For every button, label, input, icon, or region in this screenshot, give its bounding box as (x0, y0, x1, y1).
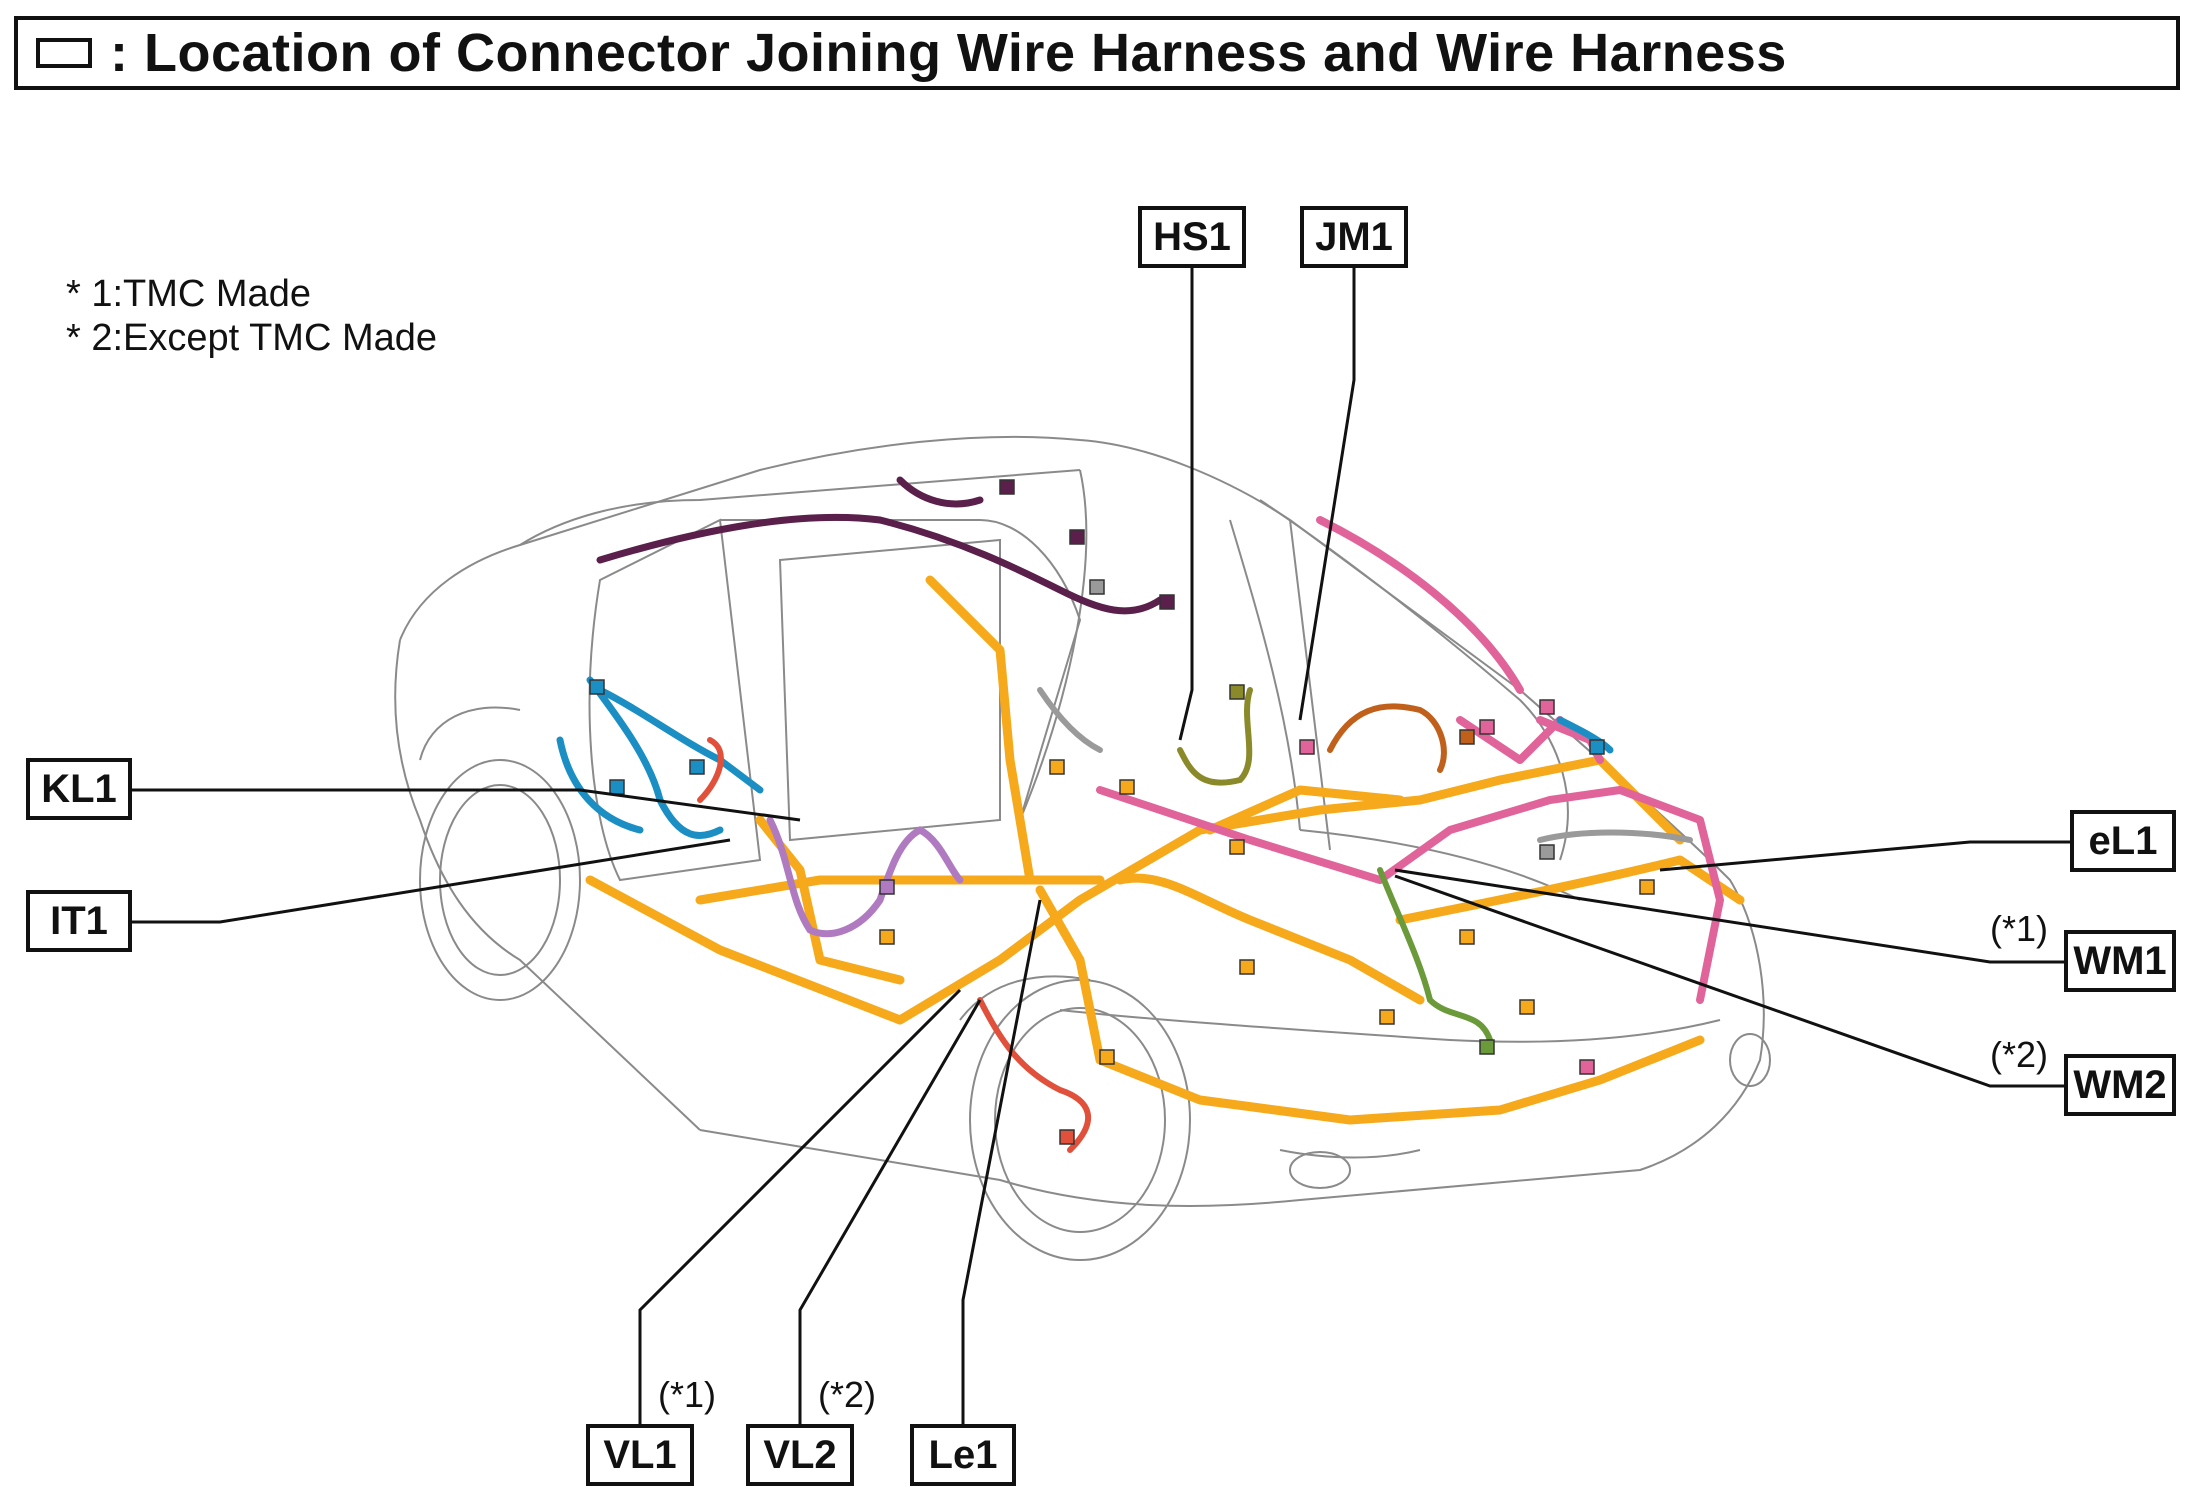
purple-harness (766, 816, 964, 938)
connector-blocks (589, 479, 1655, 1145)
leader-line-wm1 (1394, 868, 2070, 964)
note-wm1: (*1) (1990, 908, 2049, 949)
note-vl2: (*2) (818, 1374, 877, 1415)
title-bar: : Location of Connector Joining Wire Har… (14, 16, 2180, 90)
front-wheel (419, 706, 581, 1001)
leader-line-hs1 (1178, 268, 1194, 741)
leader-line-vl2 (798, 999, 982, 1430)
legend: * 1:TMC Made * 2:Except TMC Made (66, 272, 437, 360)
brown-harness (1327, 703, 1447, 773)
connector-label-wm1: WM1 (2064, 930, 2176, 992)
connector-label-it1: IT1 (26, 890, 132, 952)
connector-label-jm1: JM1 (1300, 206, 1408, 268)
leader-line-vl1 (638, 988, 962, 1430)
connector-label-kl1: KL1 (26, 758, 132, 820)
green-harness (1377, 867, 1493, 1043)
page-title: : Location of Connector Joining Wire Har… (110, 23, 1787, 83)
olive-harness (1177, 687, 1253, 786)
leader-line-le1 (961, 899, 1042, 1430)
legend-item-except-tmc-made: * 2:Except TMC Made (66, 317, 438, 359)
connector-label-el1: eL1 (2070, 810, 2176, 872)
taillight (1289, 1033, 1771, 1189)
connector-label-le1: Le1 (910, 1424, 1016, 1486)
leader-line-it1 (132, 838, 731, 924)
blue-harness (556, 676, 1614, 839)
legend-item-tmc-made: * 1:TMC Made (66, 273, 311, 315)
orange-harness (585, 575, 1745, 1125)
rear-wheel (959, 975, 1191, 1261)
leader-line-jm1 (1298, 268, 1356, 721)
grey-harness (1037, 687, 1693, 843)
connector-box-icon (36, 38, 92, 68)
connector-label-hs1: HS1 (1138, 206, 1246, 268)
leader-lines (132, 268, 2076, 1430)
connector-label-vl2: VL2 (746, 1424, 854, 1486)
leader-line-wm2 (1394, 874, 2070, 1088)
dark-purple-harness (596, 476, 1164, 615)
leader-line-kl1 (132, 788, 801, 822)
connector-label-vl1: VL1 (586, 1424, 694, 1486)
note-wm2: (*2) (1990, 1034, 2049, 1075)
leader-line-el1 (1659, 840, 2076, 872)
connector-label-wm2: WM2 (2064, 1054, 2176, 1116)
red-harness (697, 737, 1092, 1153)
note-vl1: (*1) (658, 1374, 717, 1415)
